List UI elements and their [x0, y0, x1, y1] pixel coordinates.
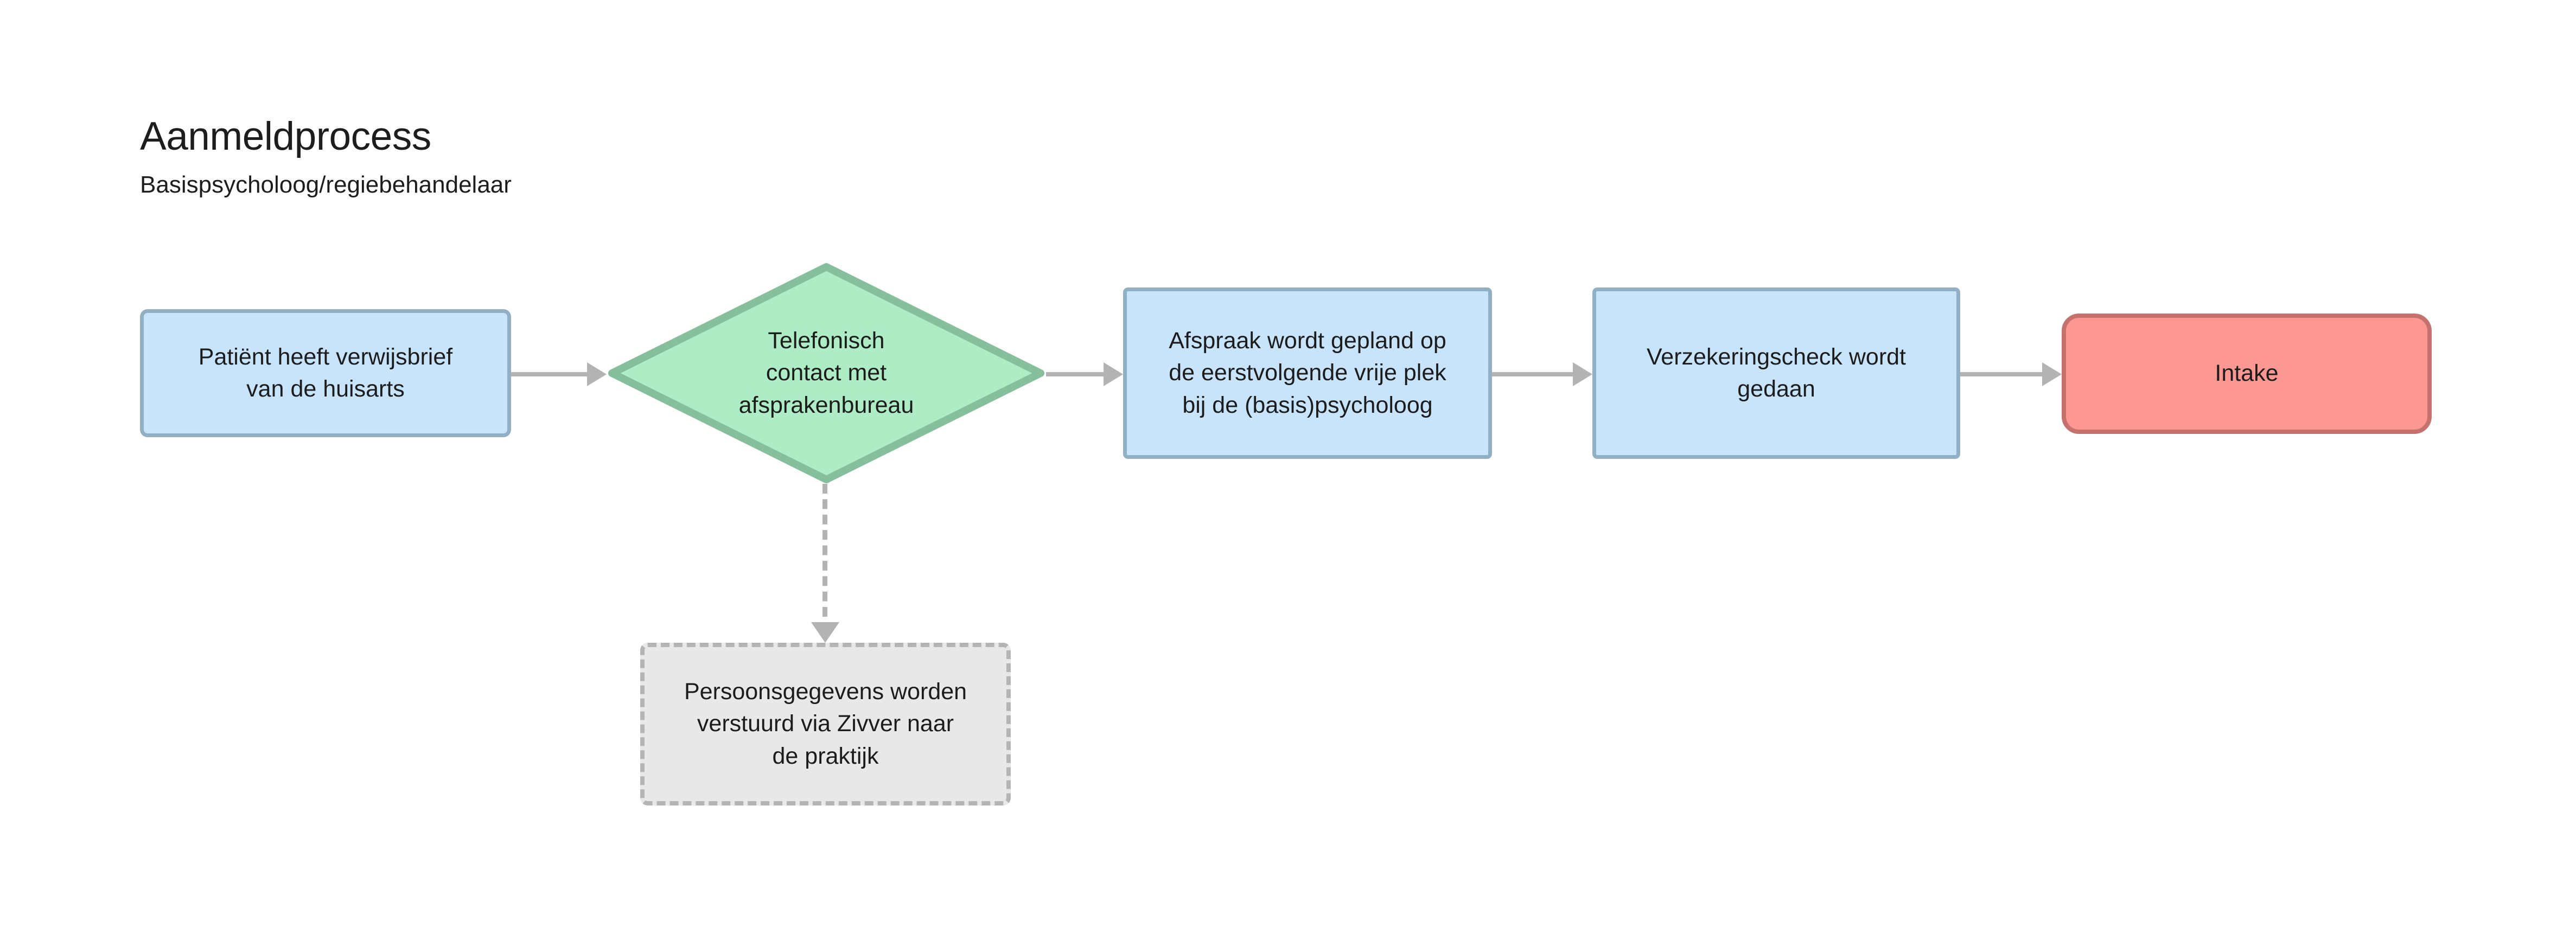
edge-verzekering-to-intake [1960, 362, 2062, 386]
node-persoonsgegevens-zivver[interactable]: Persoonsgegevens worden verstuurd via Zi… [640, 643, 1011, 805]
node-afspraak-planning[interactable]: Afspraak wordt gepland op de eerstvolgen… [1123, 287, 1492, 459]
edge-patient-to-telefonisch [511, 362, 607, 386]
edge-line [511, 372, 587, 376]
node-label: Persoonsgegevens worden verstuurd via Zi… [684, 679, 967, 769]
edge-line [1960, 372, 2042, 376]
edge-line [1046, 372, 1104, 376]
node-label: Afspraak wordt gepland op de eerstvolgen… [1169, 328, 1446, 418]
node-telefonisch-contact[interactable]: Telefonisch contact met afsprakenbureau [607, 261, 1046, 485]
node-intake[interactable]: Intake [2062, 314, 2432, 434]
arrowhead-icon [1104, 362, 1123, 386]
edge-line [1492, 372, 1573, 376]
node-verzekeringscheck[interactable]: Verzekeringscheck wordt gedaan [1592, 287, 1960, 459]
arrowhead-icon [2042, 362, 2062, 386]
page-title: Aanmeldprocess [140, 114, 431, 158]
edge-line-dashed [822, 484, 827, 617]
diamond-shape [608, 263, 1044, 483]
node-label: Intake [2215, 360, 2279, 387]
diagram-header: Aanmeldprocess Basispsycholoog/regiebeha… [140, 117, 1334, 197]
arrowhead-icon [587, 362, 607, 386]
node-patient-referral[interactable]: Patiënt heeft verwijsbrief van de huisar… [140, 309, 511, 437]
arrowhead-icon [811, 622, 839, 643]
edge-telefonisch-to-afspraak [1046, 362, 1123, 386]
edge-telefonisch-to-zivver [811, 484, 839, 643]
page-subtitle: Basispsycholoog/regiebehandelaar [140, 171, 512, 198]
node-label: Verzekeringscheck wordt gedaan [1647, 343, 1906, 402]
arrowhead-icon [1573, 362, 1592, 386]
edge-afspraak-to-verzekering [1492, 362, 1592, 386]
node-label: Patiënt heeft verwijsbrief van de huisar… [198, 343, 453, 402]
